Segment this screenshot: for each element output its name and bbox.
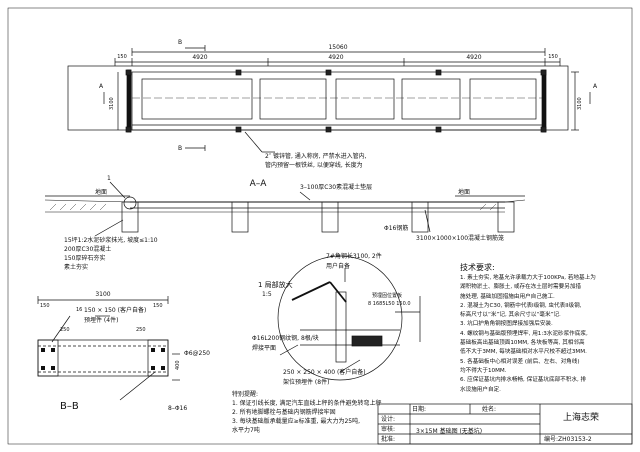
detail1-scale: 1:5 bbox=[262, 291, 272, 298]
section-aa-note-4: 素土夯实 bbox=[64, 264, 89, 271]
tech-line-11: 均不得大于10MM. bbox=[460, 367, 507, 374]
section-bb-title: B–B bbox=[60, 401, 79, 412]
section-bb-dim-small-1: 150 bbox=[40, 303, 50, 309]
section-aa-ground-right: 地面 bbox=[458, 189, 471, 196]
detail1-top-label-2: 用户自备 bbox=[326, 263, 351, 270]
tech-line-8: 基础板高出基础顶面10MM, 各块板等高, 其相邻高 bbox=[460, 340, 585, 347]
tech-line-12: 6. 应保证基坑内排水畅畅, 保证基坑底部不积水, 排 bbox=[460, 377, 587, 384]
section-bb-dim-small-3: 250 bbox=[136, 327, 146, 333]
title-block-name-label: 姓名: bbox=[482, 406, 497, 413]
section-aa-ground-left: 地面 bbox=[95, 189, 108, 196]
detail1-top-label-1: 7#角钢长3100, 2件 bbox=[326, 253, 382, 260]
section-bb-label-rebar: 8–Φ16 bbox=[168, 405, 188, 412]
section-aa-title: A–A bbox=[249, 179, 267, 189]
section-mark-b-bottom: B bbox=[178, 145, 183, 152]
detail1-title: 1 局部放大 bbox=[258, 281, 293, 289]
section-mark-b-top: B bbox=[178, 39, 183, 46]
plan-dim-span-3: 4920 bbox=[466, 54, 482, 61]
title-block-number: 编号:ZH03153-2 bbox=[544, 436, 592, 443]
section-bb-marker-16: 16 bbox=[76, 307, 83, 313]
plan-dim-right-edge: 150 bbox=[548, 54, 558, 60]
tech-line-3: 施处理, 基础加固措施由用户自己施工. bbox=[460, 293, 555, 300]
section-aa-left-notes: 15坪1:2水泥砂浆抹光, 坡度≤1:10 200厚C30混凝土 150厚碎石夯… bbox=[64, 236, 158, 272]
tech-line-1: 1. 素土夯实, 地基允许承载力大于100KPa, 若地基上为 bbox=[460, 275, 596, 281]
special-notes-line-1: 1. 保证引线长度, 满足汽车直线上秤的条件避免转弯上秤 bbox=[232, 400, 382, 407]
section-aa-marker-1: 1 bbox=[107, 175, 111, 182]
section-aa-right-note: 3100×1000×100混凝土钢筋笼 bbox=[416, 235, 505, 242]
title-block-drawing-title: 3×15M 基础图 (无基坑) bbox=[416, 428, 483, 435]
title-block-date-label: 日期: bbox=[412, 406, 427, 413]
plan-dim-span-1: 4920 bbox=[192, 54, 208, 61]
special-notes: 特别提醒: 1. 保证引线长度, 满足汽车直线上秤的条件避免转弯上秤 2. 所有… bbox=[232, 390, 381, 435]
plan-dim-span-2: 4920 bbox=[328, 54, 344, 61]
tech-line-2: 湖积物淤土、膨胀土, 或存在冻土层时需要另加措 bbox=[460, 284, 582, 291]
section-mark-a-left: A bbox=[99, 83, 104, 90]
section-bb-dim-top: 3100 bbox=[95, 291, 111, 298]
detail1-rebar-label-1: Φ16L200钢纹钢, 8根/块 bbox=[252, 335, 319, 342]
special-notes-line-3: 3. 每块基础版承载量应≥标准重, 最大力为25吨, bbox=[232, 418, 361, 425]
tech-line-7: 4. 螺纹钢与基础版预埋焊牢, 用1:3水泥砂浆作底浆, bbox=[460, 330, 588, 337]
section-bb-label-2: 预埋件 (4件) bbox=[84, 317, 119, 324]
section-aa-rebar-note: Φ16钢筋 bbox=[384, 225, 409, 232]
title-block-review-label: 审核: bbox=[381, 426, 396, 433]
section-bb-label-bar: Φ6@250 bbox=[184, 350, 210, 357]
section-aa-note-2: 200厚C30混凝土 bbox=[64, 246, 112, 253]
section-bb-dim-small-4: 150 bbox=[153, 303, 163, 309]
special-notes-title: 特别提醒: bbox=[232, 391, 259, 398]
section-bb-dim-small-2: 250 bbox=[60, 327, 70, 333]
tech-line-9: 低不大于3MM, 每块基础相对水平尺校不超过3MM. bbox=[460, 349, 587, 356]
section-aa-concrete-note: 3–100厚C30素混凝土垫层 bbox=[300, 184, 373, 191]
section-aa-note-3: 150厚碎石夯实 bbox=[64, 255, 106, 262]
section-bb-label-1: 150 × 150 (客户自备) bbox=[84, 307, 147, 314]
tech-line-4: 2. 混凝土为C30, 钢筋中代表I级钢, 虫代表II级钢, bbox=[460, 302, 582, 309]
plan-dim-left-edge: 150 bbox=[117, 54, 127, 60]
detail1-plate-label-1: 预埋固位置板 bbox=[372, 293, 403, 299]
tech-line-6: 3. 坑口护角角钢按图焊接加强后安装. bbox=[460, 321, 553, 328]
plan-dim-total: 15060 bbox=[328, 44, 348, 51]
plan-dim-height-right: 3100 bbox=[577, 97, 583, 110]
pipe-note-line-1: 2″ 镀锌管, 通入称房, 严禁水进入管内, bbox=[265, 153, 367, 160]
special-notes-line-4: 水平力7吨 bbox=[232, 427, 260, 434]
pipe-note-line-2: 管内预留一根铁丝, 以便穿线, 长度为 bbox=[265, 162, 363, 169]
tech-line-5: 标高尺寸以“米”记, 其余尺寸以“毫米”记. bbox=[460, 312, 561, 319]
plan-dim-height-left: 3100 bbox=[109, 97, 115, 110]
title-block-company: 上海志荣 bbox=[563, 413, 600, 423]
detail1-rebar-label-2: 焊接平面 bbox=[252, 345, 277, 352]
tech-requirements-title: 技术要求: bbox=[460, 263, 495, 272]
section-aa-note-1: 15坪1:2水泥砂浆抹光, 坡度≤1:10 bbox=[64, 237, 158, 244]
section-bb-dim-height: 400 bbox=[175, 360, 181, 370]
title-block-approve-label: 批准: bbox=[381, 436, 396, 443]
section-mark-a-right: A bbox=[593, 83, 598, 90]
detail1-plate-label-2: 8 1685L50 150.0 bbox=[368, 301, 411, 307]
title-block-design-label: 设计: bbox=[381, 416, 396, 423]
tech-line-10: 5. 各基础板中心相对误差 (前后、左右、对角线) bbox=[460, 358, 580, 365]
tech-line-13: 水设施用户自定. bbox=[460, 386, 501, 393]
detail1-bottom-label-1: 250 × 250 × 400 (客户自备) bbox=[283, 369, 366, 376]
pipe-note: 2″ 镀锌管, 通入称房, 严禁水进入管内, 管内预留一根铁丝, 以便穿线, 长… bbox=[265, 152, 367, 170]
detail1-bottom-label-2: 架位预埋件 (8件) bbox=[283, 379, 330, 386]
tech-requirements: 技术要求: 1. 素土夯实, 地基允许承载力大于100KPa, 若地基上为 湖积… bbox=[460, 262, 596, 395]
special-notes-line-2: 2. 所有地脚螺栓与基础内钢筋焊接牢固 bbox=[232, 409, 336, 416]
